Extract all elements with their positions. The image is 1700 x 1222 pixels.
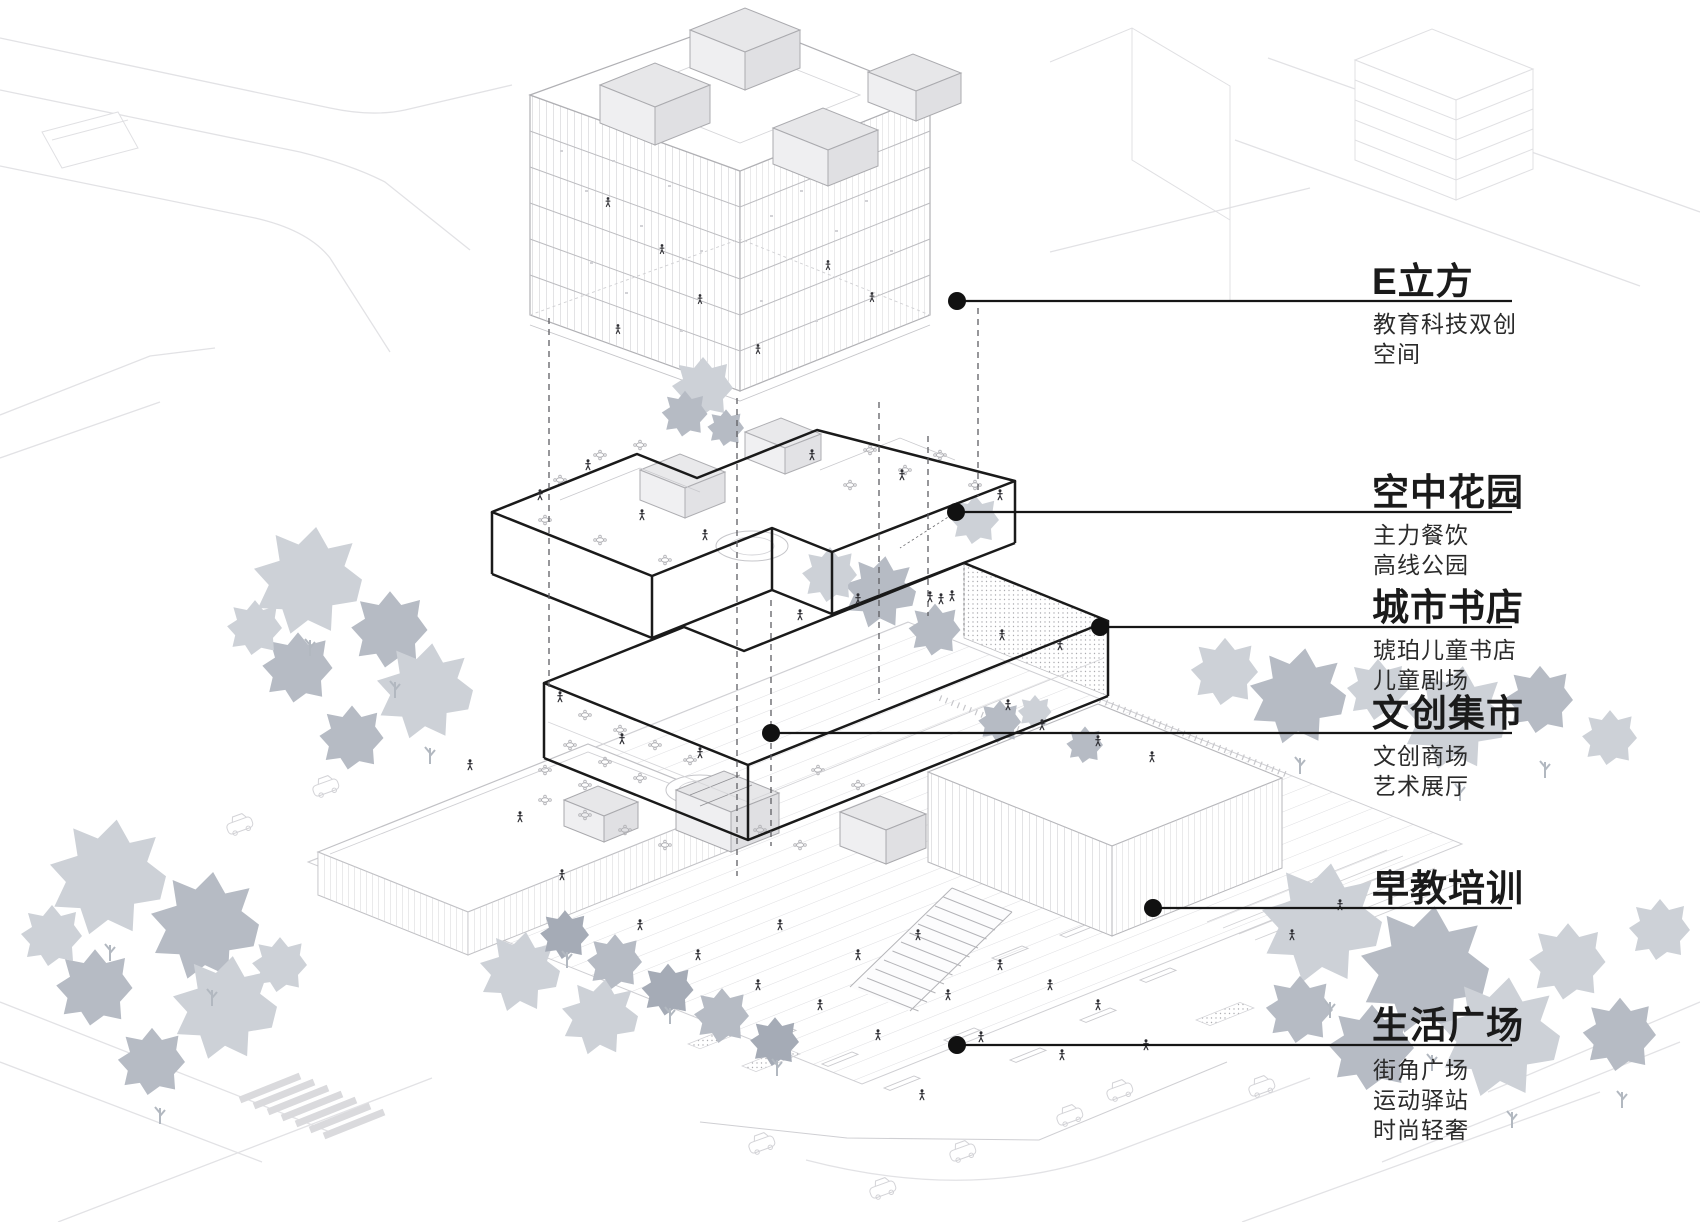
label-title: E立方 [1372, 261, 1474, 302]
context-buildings [41, 27, 1535, 300]
label-subtitle: 琥珀儿童书店 [1373, 637, 1517, 663]
leader-dots [762, 292, 1162, 1054]
grand-stair [849, 887, 1013, 1012]
label-subtitle: 儿童剧场 [1373, 667, 1469, 693]
tower-interior-marks [560, 150, 893, 332]
label-early-education: 早教培训 [1372, 868, 1524, 909]
crosswalk [238, 1072, 386, 1140]
label-subtitle: 运动驿站 [1373, 1087, 1469, 1113]
label-subtitle: 高线公园 [1373, 552, 1469, 578]
sky-garden-volume [490, 417, 1017, 640]
label-subtitle: 主力餐饮 [1373, 522, 1469, 548]
label-title: 城市书店 [1372, 586, 1524, 628]
label-sky-garden: 空中花园 主力餐饮 高线公园 [1372, 472, 1524, 578]
leader-lines [771, 299, 1512, 1047]
early-education-building [926, 694, 1284, 937]
tower-e-cube [528, 7, 963, 402]
label-subtitle: 街角广场 [1373, 1057, 1469, 1083]
projection-lines [548, 308, 979, 876]
label-title: 早教培训 [1372, 868, 1524, 909]
label-city-bookstore: 城市书店 琥珀儿童书店 儿童剧场 [1372, 586, 1524, 693]
label-title: 文创集市 [1372, 692, 1524, 734]
label-subtitle: 艺术展厅 [1373, 773, 1469, 799]
label-subtitle: 教育科技双创 [1373, 311, 1517, 337]
label-e-cube: E立方 教育科技双创 空间 [1372, 261, 1517, 367]
label-subtitle: 文创商场 [1373, 743, 1469, 769]
label-subtitle: 空间 [1373, 341, 1421, 367]
label-subtitle: 时尚轻奢 [1373, 1117, 1469, 1143]
label-title: 生活广场 [1372, 1005, 1524, 1046]
label-life-plaza: 生活广场 街角广场 运动驿站 时尚轻奢 [1372, 1005, 1524, 1143]
tower-floor-lines [529, 130, 931, 352]
label-title: 空中花园 [1372, 472, 1524, 513]
label-cultural-market: 文创集市 文创商场 艺术展厅 [1372, 692, 1524, 799]
tower-roof-boxes [598, 7, 963, 187]
